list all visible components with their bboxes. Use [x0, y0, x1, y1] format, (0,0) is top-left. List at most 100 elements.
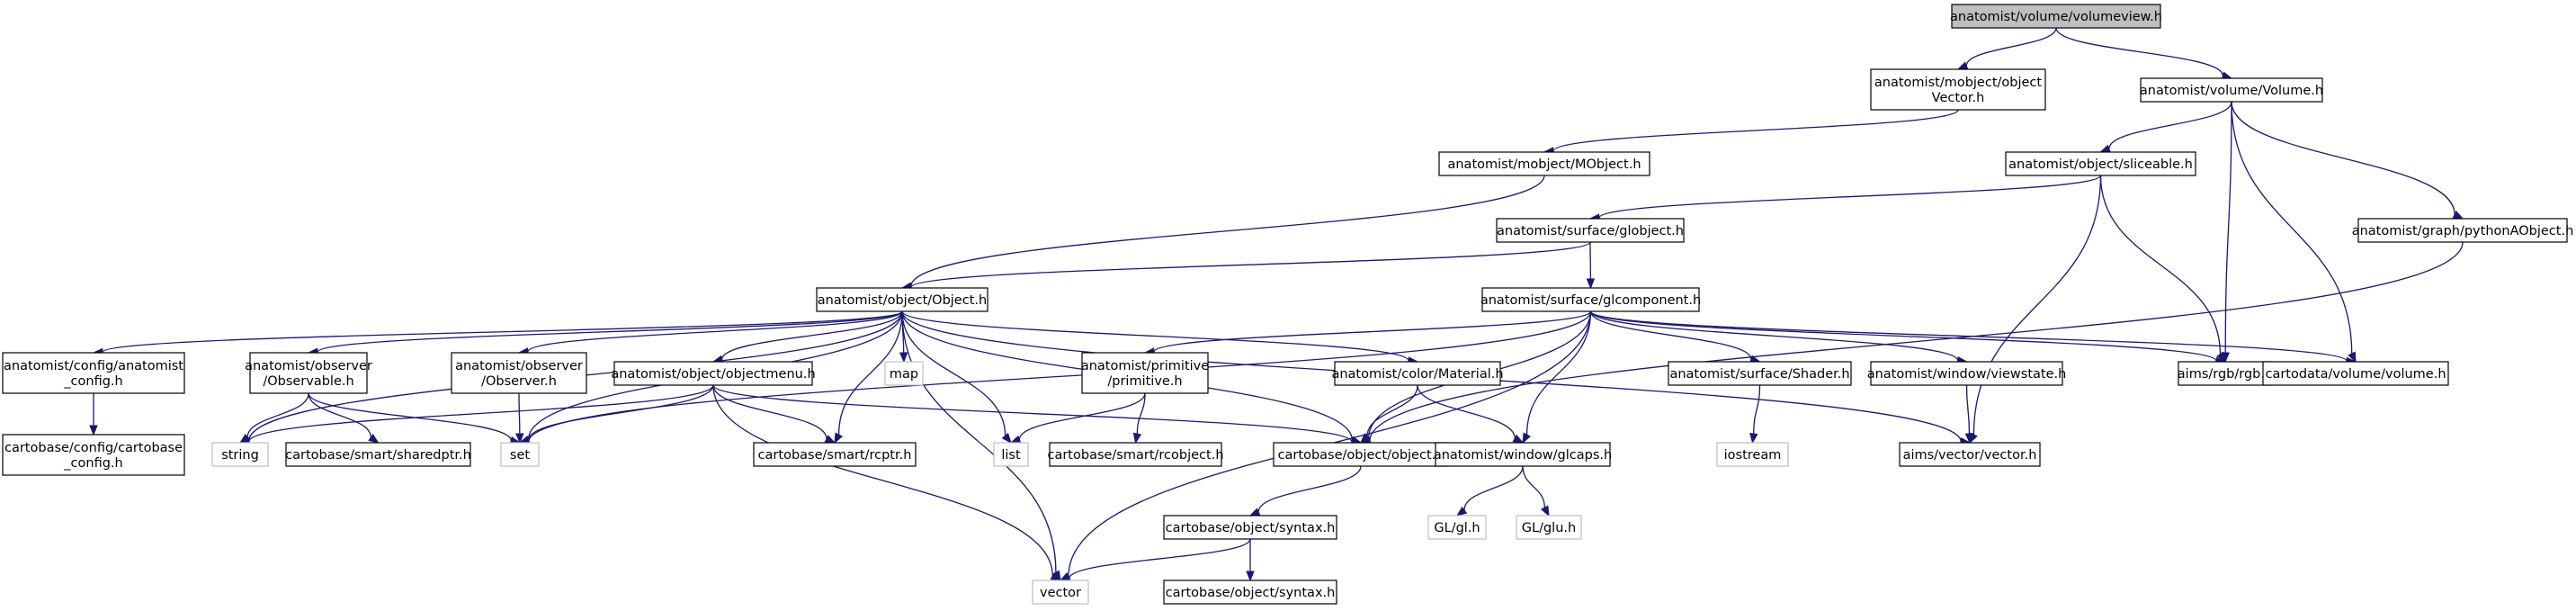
- node-observer[interactable]: anatomist/observer/Observer.h: [451, 352, 587, 394]
- node-box: [1334, 361, 1501, 386]
- node-box: [2005, 151, 2196, 176]
- node-label: anatomist/config/anatomist: [4, 359, 183, 373]
- node-cb_object[interactable]: cartobase/object/object.h: [1273, 442, 1449, 467]
- node-anatomist_config[interactable]: anatomist/config/anatomist_config.h: [2, 352, 185, 394]
- node-label: anatomist/surface/Shader.h: [1669, 367, 1849, 382]
- node-viewstate[interactable]: anatomist/window/viewstate.h: [1867, 361, 2067, 386]
- edge-object_h-to-observable: [317, 310, 903, 353]
- edge-volumeview-to-volume_h: [2055, 27, 2224, 76]
- node-volumeview[interactable]: anatomist/volume/volumeview.h: [1950, 4, 2162, 29]
- node-box: [1049, 442, 1222, 467]
- node-box: [1951, 4, 2161, 29]
- edge-glcomponent-to-glcaps: [1525, 310, 1592, 436]
- edges-layer: [89, 27, 2464, 583]
- node-primitive[interactable]: anatomist/primitive/primitive.h: [1081, 352, 1209, 394]
- edge-object_h-to-rcptr: [837, 310, 903, 436]
- node-label: string: [221, 448, 259, 463]
- node-box: [249, 352, 368, 394]
- node-globject[interactable]: anatomist/surface/globject.h: [1496, 218, 1685, 243]
- arrowhead-glcaps-to-glu_h: [1540, 505, 1550, 517]
- node-label: anatomist/surface/globject.h: [1497, 224, 1684, 238]
- node-box: [816, 287, 988, 312]
- edge-glcomponent-to-primitive: [1153, 310, 1592, 353]
- edge-volumeview-to-mobject_vector: [1965, 27, 2057, 67]
- edge-sliceable-to-aims_vector: [1972, 175, 2102, 436]
- node-pythonaobject[interactable]: anatomist/graph/pythonAObject.h: [2352, 218, 2574, 243]
- node-label: anatomist/observer: [455, 359, 583, 373]
- node-label: /Observer.h: [481, 374, 557, 389]
- node-box: [2140, 77, 2323, 103]
- node-sliceable[interactable]: anatomist/object/sliceable.h: [2005, 151, 2196, 176]
- edge-observable-to-set: [308, 392, 512, 441]
- node-label: cartobase/object/syntax.h: [1166, 521, 1336, 535]
- node-mobject_h[interactable]: anatomist/mobject/MObject.h: [1438, 151, 1650, 176]
- node-box: [1163, 580, 1337, 605]
- edge-observable-to-sharedptr: [308, 392, 371, 438]
- node-box: [1668, 361, 1852, 386]
- node-string: string: [211, 442, 269, 467]
- edge-object_h-to-objectmenu: [721, 310, 903, 360]
- edge-material-to-glcaps: [1417, 384, 1516, 439]
- node-volume_h[interactable]: anatomist/volume/Volume.h: [2140, 77, 2323, 103]
- node-label: anatomist/color/Material.h: [1331, 367, 1503, 382]
- node-gl_h: GL/gl.h: [1427, 515, 1487, 540]
- edge-cb_object-to-syntax: [1257, 465, 1362, 513]
- node-box: [1516, 515, 1582, 540]
- arrowhead-volume_h-to-cartodata_volume: [2348, 351, 2357, 364]
- node-cartobase_config[interactable]: cartobase/config/cartobase_config.h: [2, 434, 185, 476]
- edge-sliceable-to-rgb: [2099, 175, 2222, 355]
- node-box: [451, 352, 587, 394]
- arrowhead-primitive-to-list: [1009, 435, 1022, 444]
- node-objectmenu[interactable]: anatomist/object/objectmenu.h: [611, 361, 816, 386]
- node-box: [1496, 218, 1685, 243]
- node-cartodata_volume[interactable]: cartodata/volume/volume.h: [2262, 361, 2449, 386]
- nodes-layer: anatomist/volume/volumeview.h anatomist/m…: [2, 4, 2574, 605]
- node-list: list: [993, 442, 1029, 467]
- node-label: aims/rgb/rgb.h: [2178, 367, 2273, 382]
- node-observable[interactable]: anatomist/observer/Observable.h: [245, 352, 372, 394]
- edge-object_h-to-material: [901, 310, 1409, 362]
- node-syntax[interactable]: cartobase/object/syntax.h: [1163, 515, 1337, 540]
- arrowhead-observer-to-set: [515, 433, 524, 445]
- edge-objectmenu-to-set: [527, 384, 714, 441]
- node-label: anatomist/object/sliceable.h: [2008, 157, 2193, 172]
- edge-glcomponent-to-shader: [1589, 310, 1752, 360]
- node-box: [884, 361, 924, 386]
- node-label: anatomist/graph/pythonAObject.h: [2352, 224, 2574, 238]
- edge-syntax-to-vector: [1069, 538, 1251, 580]
- node-label: set: [510, 448, 530, 463]
- node-glcomponent[interactable]: anatomist/surface/glcomponent.h: [1480, 287, 1701, 312]
- node-label: list: [1001, 448, 1021, 463]
- node-rgb[interactable]: aims/rgb/rgb.h: [2178, 361, 2273, 386]
- node-rcobject[interactable]: cartobase/smart/rcobject.h: [1047, 442, 1224, 467]
- node-sharedptr[interactable]: cartobase/smart/sharedptr.h: [285, 442, 471, 467]
- arrowhead-glcaps-to-gl_h: [1455, 506, 1468, 517]
- node-label: /primitive.h: [1107, 374, 1182, 389]
- edge-primitive-to-rcobject: [1136, 392, 1146, 435]
- node-box: [1427, 515, 1487, 540]
- node-label: cartobase/object/object.h: [1278, 448, 1445, 463]
- node-object_h[interactable]: anatomist/object/Object.h: [816, 287, 988, 312]
- node-rcptr[interactable]: cartobase/smart/rcptr.h: [753, 442, 917, 467]
- node-glu_h: GL/glu.h: [1516, 515, 1582, 540]
- node-label: cartobase/config/cartobase: [4, 441, 183, 455]
- node-syntax2[interactable]: cartobase/object/syntax.h: [1163, 580, 1337, 605]
- arrowhead-viewstate-to-aims_vector: [1964, 433, 1974, 445]
- node-glcaps[interactable]: anatomist/window/glcaps.h: [1434, 442, 1612, 467]
- edge-objectmenu-to-vector: [712, 384, 1053, 577]
- edge-object_h-to-observer: [527, 310, 903, 353]
- edge-objectmenu-to-rcptr: [712, 384, 827, 439]
- edge-observable-to-string: [246, 392, 309, 438]
- node-label: anatomist/object/Object.h: [818, 293, 987, 308]
- node-shader[interactable]: anatomist/surface/Shader.h: [1668, 361, 1852, 386]
- node-box: [500, 442, 540, 467]
- edge-glcomponent-to-viewstate: [1589, 310, 1959, 361]
- edge-mobject_h-to-object_h: [910, 175, 1545, 287]
- node-box: [753, 442, 917, 467]
- node-aims_vector[interactable]: aims/vector/vector.h: [1899, 442, 2041, 467]
- arrowhead-object_h-to-list: [1001, 432, 1012, 445]
- edge-pythonaobject-to-cb_object: [1369, 241, 2464, 442]
- edge-sliceable-to-globject: [1598, 175, 2102, 219]
- node-material[interactable]: anatomist/color/Material.h: [1331, 361, 1504, 386]
